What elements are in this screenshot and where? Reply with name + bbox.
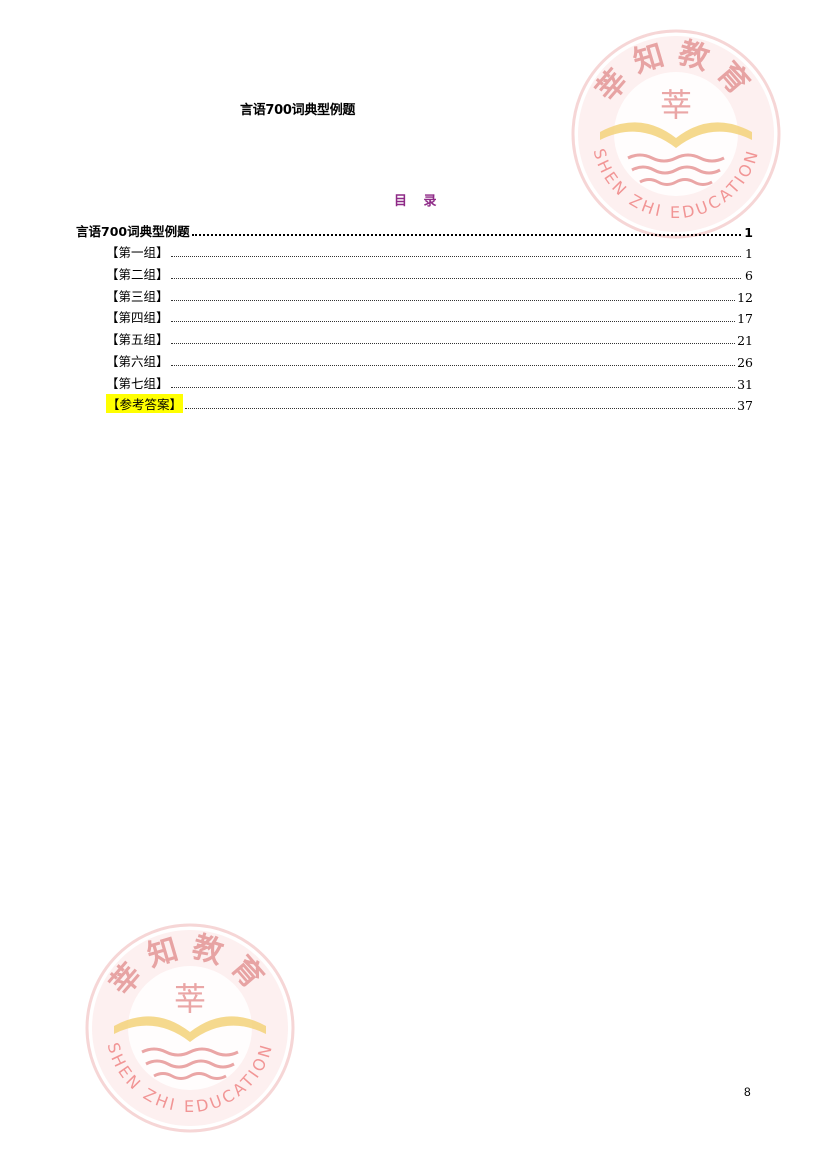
toc-entry-page: 1 — [745, 246, 753, 262]
toc-entry[interactable]: 【第一组】 1 — [76, 240, 753, 262]
toc-leader-dots — [170, 343, 736, 345]
toc-entry[interactable]: 【第七组】 31 — [76, 370, 753, 392]
toc-entry-label: 【第三组】 — [106, 288, 169, 304]
toc-entry-label: 【第七组】 — [106, 375, 169, 391]
toc-leader-dots — [170, 386, 736, 388]
toc-entry-page: 37 — [737, 398, 753, 414]
toc-entry[interactable]: 【第五组】 21 — [76, 326, 753, 348]
toc-leader-dots — [191, 233, 741, 236]
watermark-logo: 莘知教育 SHEN ZHI EDUCATION 莘 — [571, 29, 781, 239]
toc-entry[interactable]: 言语700词典型例题 1 — [76, 218, 753, 240]
toc-entry-label: 言语700词典型例题 — [76, 223, 190, 239]
svg-text:莘: 莘 — [660, 86, 692, 124]
toc-heading: 目 录 — [394, 194, 443, 209]
toc-entry-label: 【第四组】 — [106, 310, 169, 326]
toc-entry-page: 31 — [737, 376, 753, 392]
toc-entry-page: 17 — [737, 311, 753, 327]
document-title: 言语700词典型例题 — [240, 103, 356, 118]
toc-entry[interactable]: 【参考答案】 37 — [76, 392, 753, 414]
watermark-logo-bottom: 莘知教育 SHEN ZHI EDUCATION 莘 — [85, 923, 295, 1133]
toc-entry[interactable]: 【第二组】 6 — [76, 261, 753, 283]
toc-entry[interactable]: 【第四组】 17 — [76, 305, 753, 327]
toc-entry-label: 【第一组】 — [106, 245, 169, 261]
toc-entry-label-highlighted: 【参考答案】 — [106, 394, 184, 414]
svg-text:莘: 莘 — [174, 980, 206, 1018]
toc-entry[interactable]: 【第三组】 12 — [76, 283, 753, 305]
toc-entry-page: 1 — [744, 224, 753, 240]
toc-leader-dots — [185, 408, 736, 410]
toc-entry-label: 【第五组】 — [106, 332, 169, 348]
toc-leader-dots — [170, 321, 736, 323]
page-number: 8 — [744, 1085, 751, 1099]
toc-entry-page: 26 — [737, 354, 753, 370]
toc-leader-dots — [170, 299, 736, 301]
toc-entry-page: 6 — [745, 268, 753, 284]
toc-entry-label: 【第六组】 — [106, 353, 169, 369]
toc-entry[interactable]: 【第六组】 26 — [76, 348, 753, 370]
toc-leader-dots — [170, 278, 741, 280]
toc-leader-dots — [170, 256, 741, 258]
toc-leader-dots — [170, 364, 736, 366]
toc-entry-page: 12 — [737, 289, 753, 305]
table-of-contents: 言语700词典型例题 1 【第一组】 1 【第二组】 6 【第三组】 12 【第… — [76, 218, 753, 414]
toc-entry-page: 21 — [737, 333, 753, 349]
toc-entry-label: 【第二组】 — [106, 267, 169, 283]
